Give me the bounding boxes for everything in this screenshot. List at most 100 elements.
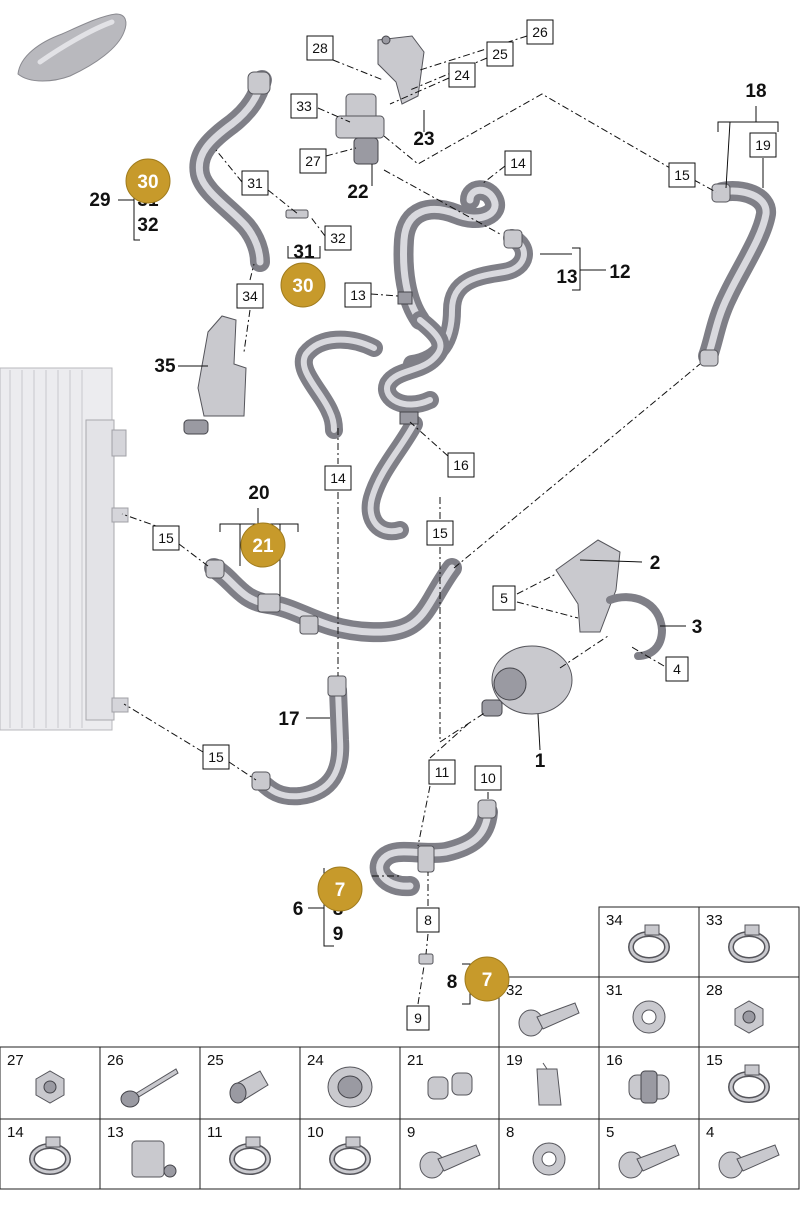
part-box-label: 14: [324, 465, 352, 491]
group-number-label: 17: [278, 709, 299, 730]
part-box-label-text: 28: [312, 40, 328, 56]
part-box-label-text: 19: [755, 137, 771, 153]
hose-clamp-icon: [728, 1064, 770, 1103]
part-cell: 9: [407, 1124, 481, 1179]
part-cell-number: 16: [606, 1052, 623, 1069]
bracket-upper: [377, 35, 425, 105]
water-pump: [481, 645, 573, 717]
connector-icon: [628, 1070, 670, 1104]
part-cell-number: 31: [606, 982, 623, 999]
part-box-label-text: 5: [500, 590, 508, 606]
part-box-label-text: 25: [492, 46, 508, 62]
callout-badge-text: 30: [292, 276, 313, 297]
part-cell-number: 28: [706, 982, 723, 999]
group-number-label: 32: [137, 215, 158, 236]
holder-clip-icon: [131, 1140, 177, 1178]
part-box-label-text: 15: [674, 167, 690, 183]
part-cell: 19: [506, 1052, 562, 1106]
callout-badge: 7: [317, 866, 363, 912]
hose-clamp-icon: [229, 1136, 271, 1175]
part-cell-number: 8: [506, 1124, 514, 1141]
part-box-label: 14: [504, 150, 532, 176]
sensor-8-9: [418, 953, 434, 965]
part-box-label: 10: [474, 765, 502, 791]
part-cell: 31: [606, 982, 666, 1034]
part-box-label-text: 4: [673, 661, 681, 677]
part-box-label: 26: [526, 19, 554, 45]
part-box-label: 15: [426, 520, 454, 546]
part-cell: 13: [107, 1124, 177, 1178]
group-number-label: 29: [89, 190, 110, 211]
callout-badge-text: 7: [335, 880, 346, 901]
part-box-label: 15: [668, 162, 696, 188]
part-cell: 21: [407, 1052, 473, 1100]
hose-clamp-icon: [628, 924, 670, 963]
part-box-label-text: 15: [432, 525, 448, 541]
bolt-icon: [419, 1144, 481, 1179]
leader-lines: [121, 35, 717, 1005]
part-cell-number: 33: [706, 912, 723, 929]
valve: [335, 93, 385, 165]
part-cell: 15: [706, 1052, 770, 1103]
callout-badge: 7: [464, 956, 510, 1002]
part-cell-number: 13: [107, 1124, 124, 1141]
hose-lower-left: [251, 675, 350, 806]
hose-clamp-icon: [728, 924, 770, 963]
heat-exchanger: [183, 315, 247, 435]
callout-badge: 30: [280, 262, 326, 308]
part-cell: 10: [307, 1124, 371, 1175]
part-box-label-text: 16: [453, 457, 469, 473]
group-number-label: 12: [609, 262, 630, 283]
part-cell-number: 25: [207, 1052, 224, 1069]
part-box-label: 5: [492, 585, 516, 611]
part-box-label: 15: [202, 744, 230, 770]
stud-bolt-icon: [120, 1068, 179, 1108]
part-cell-number: 26: [107, 1052, 124, 1069]
part-box-label-text: 33: [296, 98, 312, 114]
part-cell-number: 4: [706, 1124, 714, 1141]
group-number-label: 6: [293, 899, 304, 920]
part-box-label-text: 15: [158, 530, 174, 546]
group-number-label: 9: [333, 924, 344, 945]
part-box-label: 27: [299, 148, 327, 174]
part-box-label-text: 32: [330, 230, 346, 246]
part-cell-number: 15: [706, 1052, 723, 1069]
part-cell: 11: [207, 1124, 271, 1175]
group-number-label: 3: [692, 617, 703, 638]
group-number-label: 35: [154, 356, 176, 377]
part-box-label: 25: [486, 41, 514, 67]
part-cell-number: 27: [7, 1052, 24, 1069]
part-box-label-text: 10: [480, 770, 496, 786]
nut-icon: [35, 1070, 65, 1104]
part-cell-number: 11: [207, 1124, 223, 1141]
part-cell: 16: [606, 1052, 670, 1104]
washer-icon: [632, 1000, 666, 1034]
part-box-label-text: 26: [532, 24, 548, 40]
part-cell-number: 19: [506, 1052, 523, 1069]
part-box-label: 34: [236, 283, 264, 309]
part-cell: 4: [706, 1124, 780, 1179]
part-cell: 32: [506, 982, 580, 1037]
part-box-label-text: 9: [414, 1010, 422, 1026]
part-box-label: 16: [447, 452, 475, 478]
bolt-icon: [618, 1144, 680, 1179]
grommet-icon: [327, 1066, 373, 1108]
washer-icon: [532, 1142, 566, 1176]
callout-badge-text: 21: [252, 536, 274, 557]
part-box-label: 19: [749, 132, 777, 158]
spacer-sleeve-icon: [229, 1070, 269, 1104]
double-clamp-icon: [427, 1072, 473, 1100]
hose-clamp-icon: [329, 1136, 371, 1175]
callout-badge: 30: [125, 158, 171, 204]
radiator: [0, 367, 129, 731]
group-number-label: 20: [248, 483, 269, 504]
hose-clamp-icon: [29, 1136, 71, 1175]
group-number-label: 1: [535, 751, 546, 772]
group-number-label: 22: [347, 182, 368, 203]
part-cell: 33: [706, 912, 770, 963]
part-box-label-text: 13: [350, 287, 366, 303]
bracket-lines: [118, 106, 779, 1005]
group-number-label: 2: [650, 553, 661, 574]
